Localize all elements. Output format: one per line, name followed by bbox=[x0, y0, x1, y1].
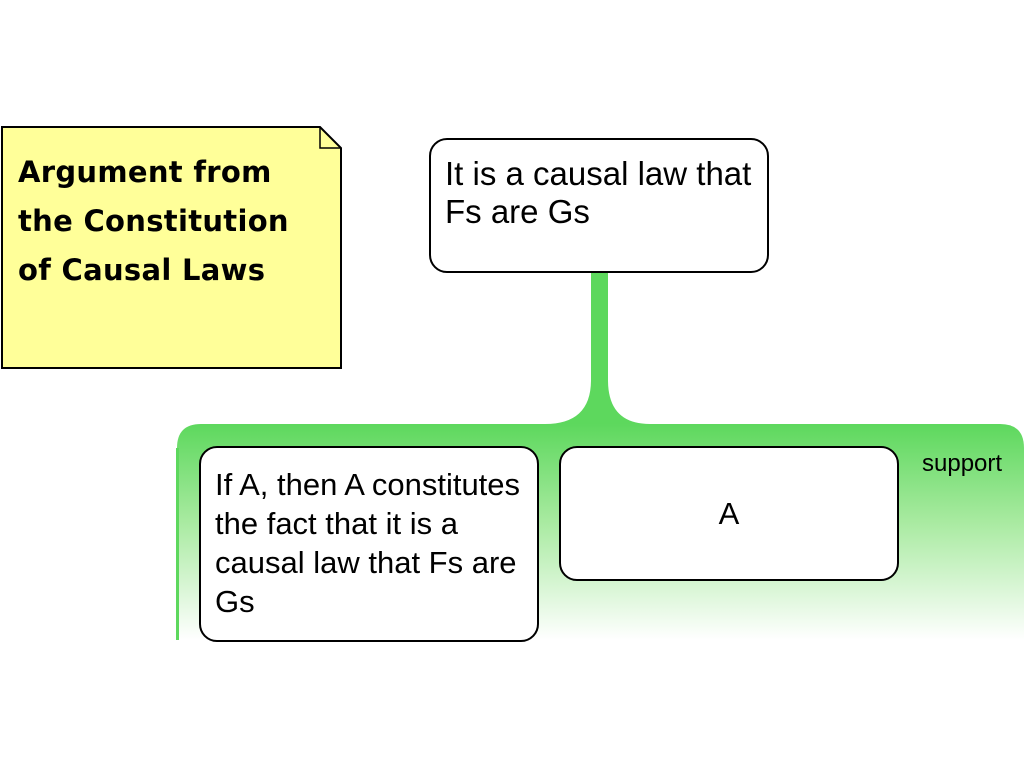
premise-box-1: If A, then A constitutes the fact that i… bbox=[199, 446, 539, 642]
support-label: support bbox=[922, 450, 1003, 477]
premise-text-2: A bbox=[718, 495, 740, 531]
support-stem bbox=[545, 270, 650, 424]
premise-box-2: A bbox=[559, 446, 899, 581]
conclusion-text: It is a causal law that Fs are Gs bbox=[445, 155, 752, 230]
premise-text-1: If A, then A constitutes the fact that i… bbox=[215, 467, 521, 619]
conclusion-box: It is a causal law that Fs are Gs bbox=[429, 138, 769, 273]
note-title: Argument from the Constitution of Causal… bbox=[18, 155, 289, 287]
